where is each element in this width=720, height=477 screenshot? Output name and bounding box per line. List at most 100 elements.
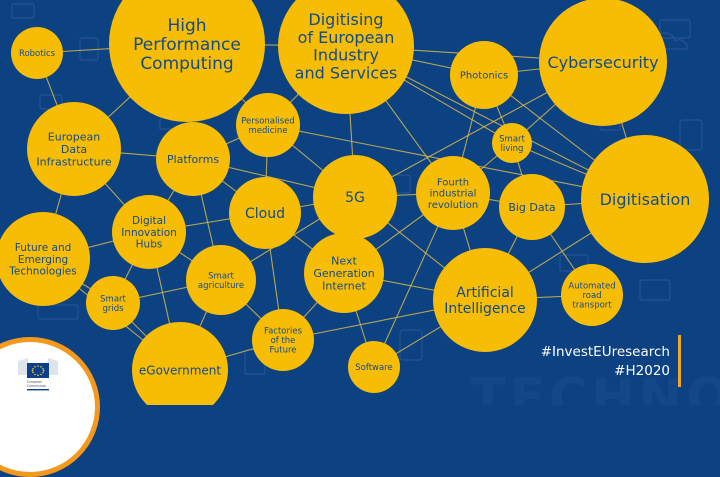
- node-label: medicine: [249, 126, 288, 136]
- node-label: Factories: [264, 327, 303, 337]
- eu-stars-icon: [31, 365, 45, 376]
- node-label: eGovernment: [139, 363, 222, 377]
- node-label: Artificial: [456, 285, 514, 301]
- node-label: Automated: [568, 282, 615, 292]
- node-circle: [109, 0, 265, 122]
- node-circle: [252, 309, 314, 371]
- node-label: Cybersecurity: [547, 53, 658, 72]
- node-5g[interactable]: 5G: [313, 155, 397, 239]
- node-circle: [450, 41, 518, 109]
- node-label: European: [48, 131, 100, 144]
- node-label: High: [167, 16, 206, 36]
- hashtag-h2020[interactable]: #H2020: [614, 363, 670, 379]
- node-bigdata[interactable]: Big Data: [499, 174, 565, 240]
- node-label: Platforms: [167, 153, 219, 166]
- logo-caption-2: Commission: [27, 384, 46, 388]
- node-digitisation[interactable]: Digitisation: [581, 135, 709, 263]
- node-label: industrial: [430, 189, 477, 200]
- node-label: of European: [298, 28, 395, 47]
- node-label: Infrastructure: [36, 155, 112, 168]
- node-circle: [186, 245, 256, 315]
- european-commission-logo[interactable]: European Commission: [16, 357, 60, 397]
- node-label: Big Data: [508, 201, 555, 214]
- technology-network-diagram: TECHNOLOGY HighPerformanceComputingRobot…: [0, 0, 709, 405]
- node-label: revolution: [428, 200, 478, 211]
- node-label: Digitisation: [600, 190, 691, 209]
- node-circle: [416, 156, 490, 230]
- node-circle: [304, 233, 384, 313]
- node-circle: [0, 212, 90, 306]
- node-label: Digital: [132, 215, 166, 227]
- node-label: Generation: [313, 267, 374, 280]
- node-label: Photonics: [460, 71, 508, 82]
- node-label: Data: [61, 143, 87, 156]
- node-label: Personalised: [241, 116, 295, 126]
- node-circle: [313, 155, 397, 239]
- node-label: road: [582, 291, 601, 301]
- node-software[interactable]: Software: [348, 341, 400, 393]
- node-label: Next: [331, 255, 357, 268]
- node-label: Computing: [140, 54, 233, 74]
- node-label: Fourth: [437, 177, 469, 188]
- node-label: Digitising: [308, 10, 383, 29]
- node-label: Software: [355, 363, 392, 373]
- node-label: 5G: [345, 190, 365, 206]
- node-circle: [278, 0, 414, 114]
- node-cybersecurity[interactable]: Cybersecurity: [539, 0, 667, 126]
- node-circle: [11, 27, 63, 79]
- node-label: Cloud: [245, 206, 285, 222]
- node-label: Industry: [313, 46, 379, 65]
- node-label: and Services: [295, 64, 398, 83]
- node-label: Future: [269, 346, 296, 356]
- node-circle: [229, 177, 301, 249]
- node-photonics[interactable]: Photonics: [450, 41, 518, 109]
- node-platforms[interactable]: Platforms: [156, 122, 230, 196]
- node-label: Smart: [208, 271, 234, 281]
- node-circle: [539, 0, 667, 126]
- node-circle: [132, 322, 228, 405]
- node-label: Intelligence: [444, 301, 525, 317]
- node-robotics[interactable]: Robotics: [11, 27, 63, 79]
- node-circle: [156, 122, 230, 196]
- node-label: Hubs: [136, 239, 163, 251]
- node-label: Future and: [15, 242, 72, 254]
- node-label: Emerging: [18, 254, 68, 266]
- node-circle: [86, 276, 140, 330]
- node-cloud[interactable]: Cloud: [229, 177, 301, 249]
- node-circle: [348, 341, 400, 393]
- node-label: Smart: [499, 134, 525, 144]
- node-label: agriculture: [198, 281, 244, 291]
- accent-bar: [678, 335, 681, 387]
- node-circle: [27, 102, 121, 196]
- node-label: living: [501, 144, 524, 154]
- node-circle: [499, 174, 565, 240]
- node-circle: [236, 93, 300, 157]
- node-label: Robotics: [19, 49, 56, 59]
- node-circle: [112, 195, 186, 269]
- node-label: Technologies: [8, 266, 76, 278]
- node-label: Smart: [100, 294, 126, 304]
- hashtag-investeuresearch[interactable]: #InvestEUresearch: [540, 344, 670, 360]
- node-circle: [581, 135, 709, 263]
- logo-caption-1: European: [27, 380, 42, 384]
- node-circle: [492, 123, 532, 163]
- node-circle: [433, 248, 537, 352]
- node-label: transport: [572, 301, 612, 311]
- node-label: Innovation: [121, 227, 177, 239]
- node-egov[interactable]: eGovernment: [132, 322, 228, 405]
